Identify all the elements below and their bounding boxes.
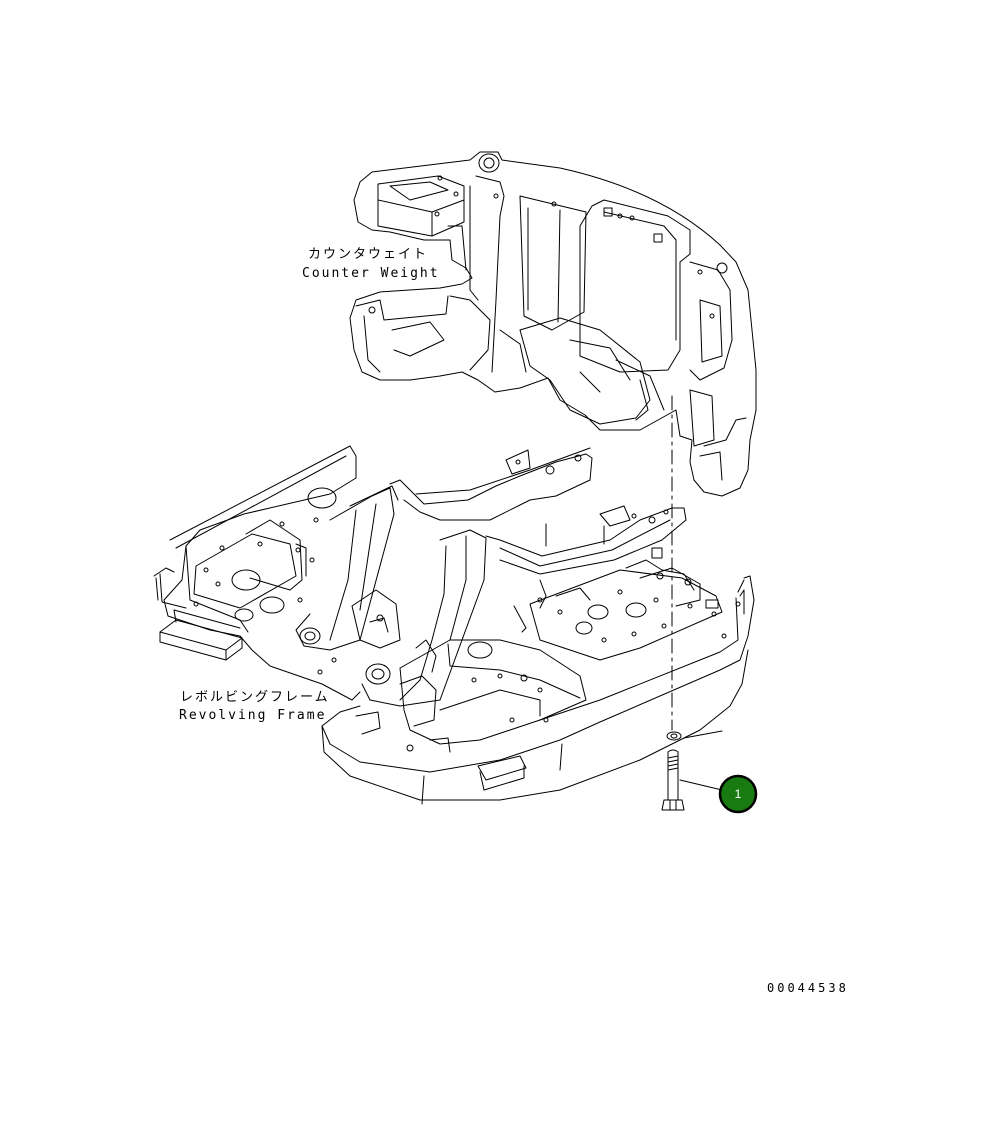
- bolt-head: [662, 800, 684, 810]
- revolving-frame-drawing: [154, 446, 754, 804]
- counter-weight-label-en: Counter Weight: [302, 266, 440, 281]
- mounting-bolt-and-washer: [662, 731, 722, 810]
- revolving-frame-label-en: Revolving Frame: [179, 708, 327, 723]
- counter-weight-label-jp: カウンタウェイト: [308, 247, 429, 262]
- drawing-number: 00044538: [767, 981, 849, 995]
- bolt-shank: [668, 752, 678, 800]
- callout-bubble-1[interactable]: [720, 776, 756, 812]
- washer: [667, 732, 681, 740]
- revolving-frame-label-jp: レボルビングフレーム: [180, 690, 330, 705]
- callout-number-1[interactable]: 1: [734, 787, 742, 801]
- counter-weight-drawing: [350, 152, 756, 496]
